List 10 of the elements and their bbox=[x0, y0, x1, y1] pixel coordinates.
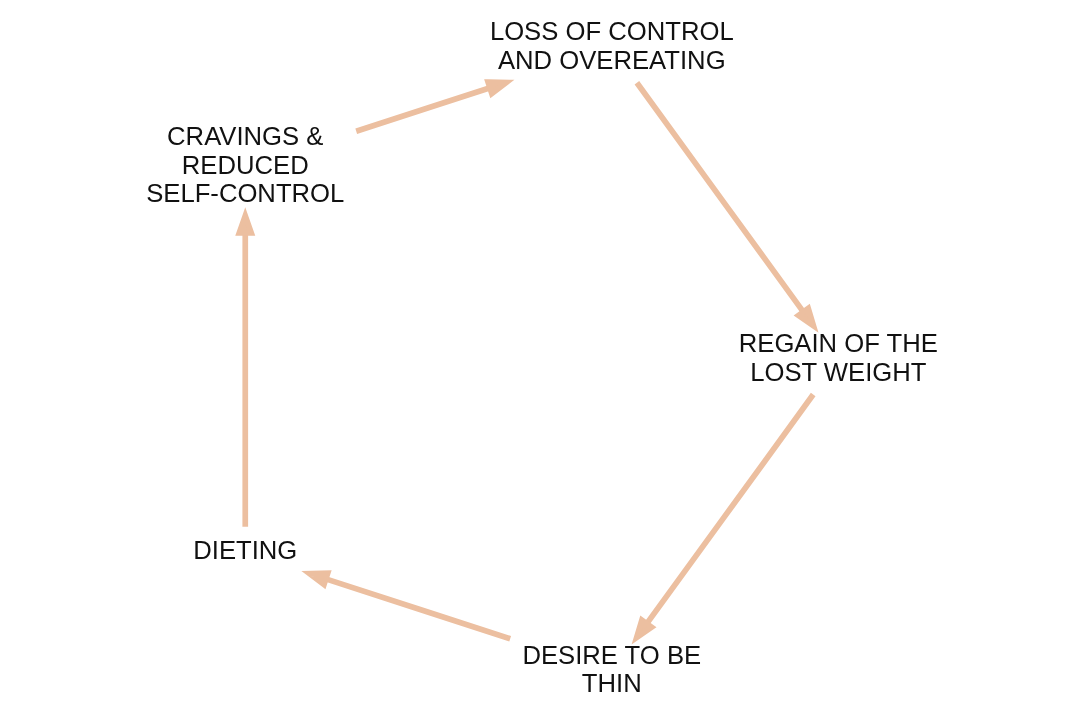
node-text: DESIRE TO BE THIN bbox=[522, 640, 702, 698]
arrow bbox=[634, 81, 819, 333]
arrow bbox=[235, 207, 256, 527]
node-text: CRAVINGS & REDUCED SELF-CONTROL bbox=[146, 122, 345, 208]
arrow bbox=[631, 392, 816, 645]
arrow bbox=[355, 79, 515, 134]
node-text: REGAIN OF THE LOST WEIGHT bbox=[738, 329, 938, 386]
node-text: LOSS OF CONTROL AND OVEREATING bbox=[489, 17, 734, 74]
node-text: DIETING bbox=[193, 535, 298, 564]
arrow bbox=[301, 570, 512, 642]
